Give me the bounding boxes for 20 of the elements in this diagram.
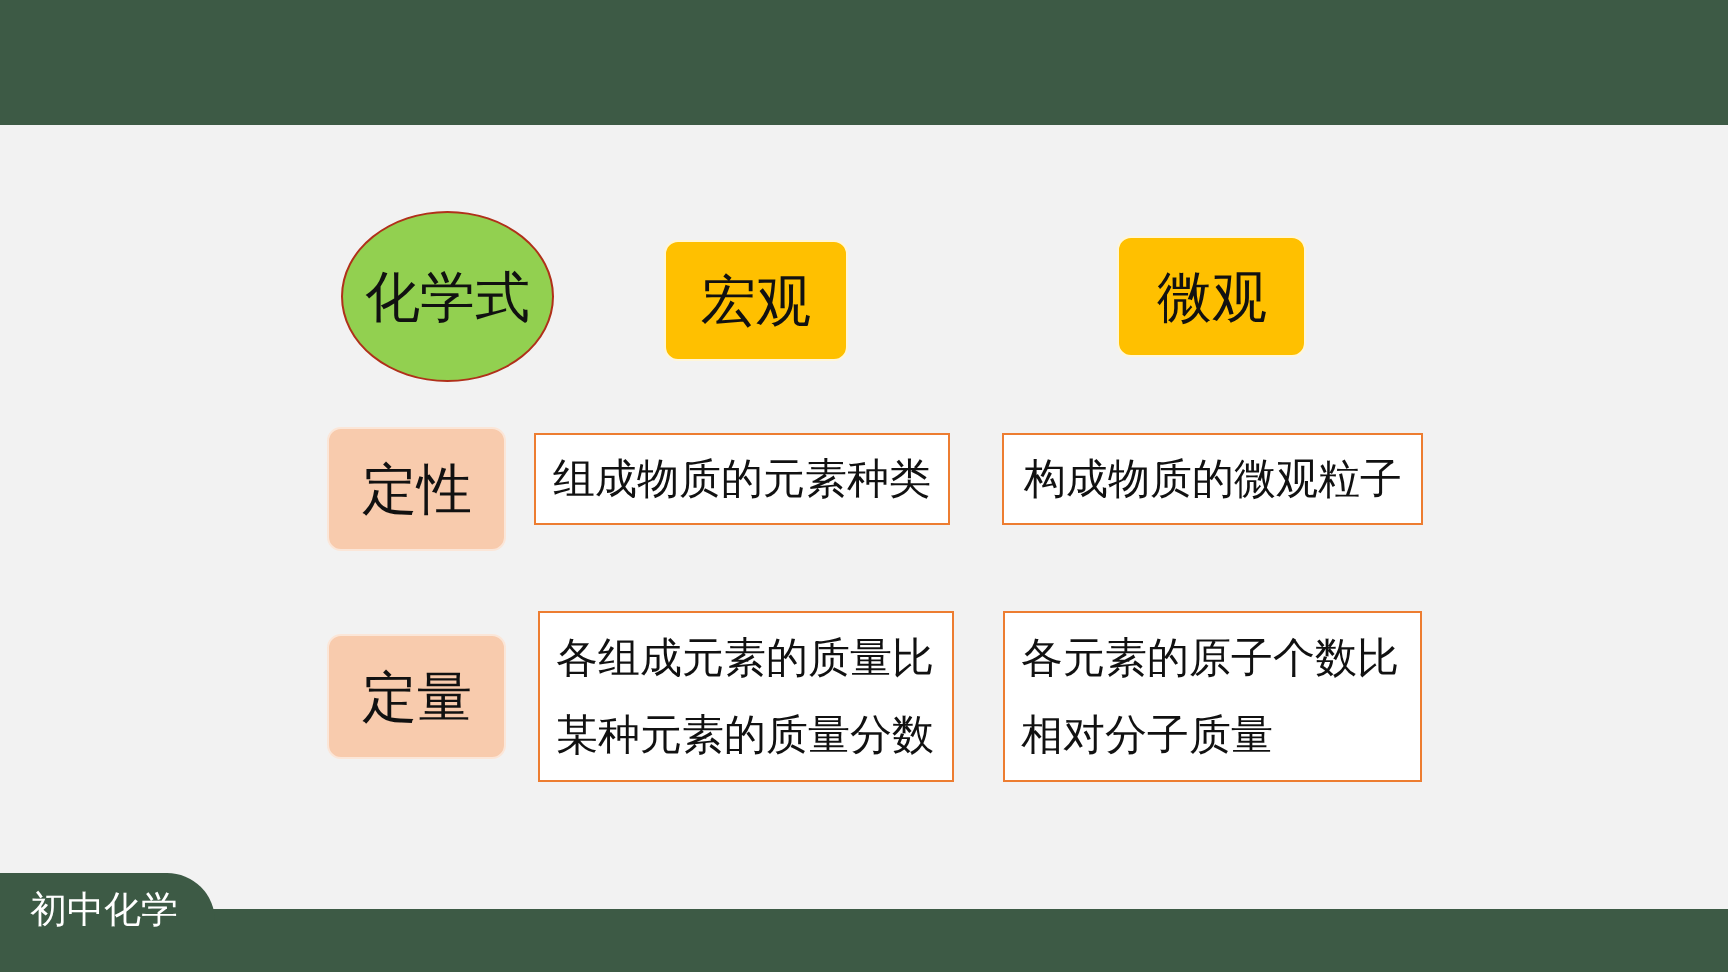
description-box <box>1003 611 1422 782</box>
description-box <box>538 611 954 782</box>
description-text: 某种元素的质量分数 <box>556 709 934 760</box>
aspect-label: 微观 <box>1156 263 1267 330</box>
aspect-box <box>664 240 848 361</box>
category-label: 定量 <box>361 663 472 730</box>
description-box <box>534 433 950 525</box>
category-box <box>327 427 506 551</box>
description-text: 构成物质的微观粒子 <box>1023 453 1402 505</box>
description-box <box>1002 433 1423 525</box>
aspect-box <box>1117 236 1306 357</box>
category-box <box>327 634 506 759</box>
subject-label: 初中化学 <box>30 888 178 933</box>
description-text: 各元素的原子个数比 <box>1021 633 1399 684</box>
description-text: 各组成元素的质量比 <box>556 633 934 684</box>
description-text: 相对分子质量 <box>1021 709 1273 760</box>
category-label: 定性 <box>361 456 472 522</box>
description-text: 组成物质的元素种类 <box>553 453 931 505</box>
aspect-label: 宏观 <box>701 267 811 334</box>
topic-label: 化学式 <box>365 263 530 330</box>
